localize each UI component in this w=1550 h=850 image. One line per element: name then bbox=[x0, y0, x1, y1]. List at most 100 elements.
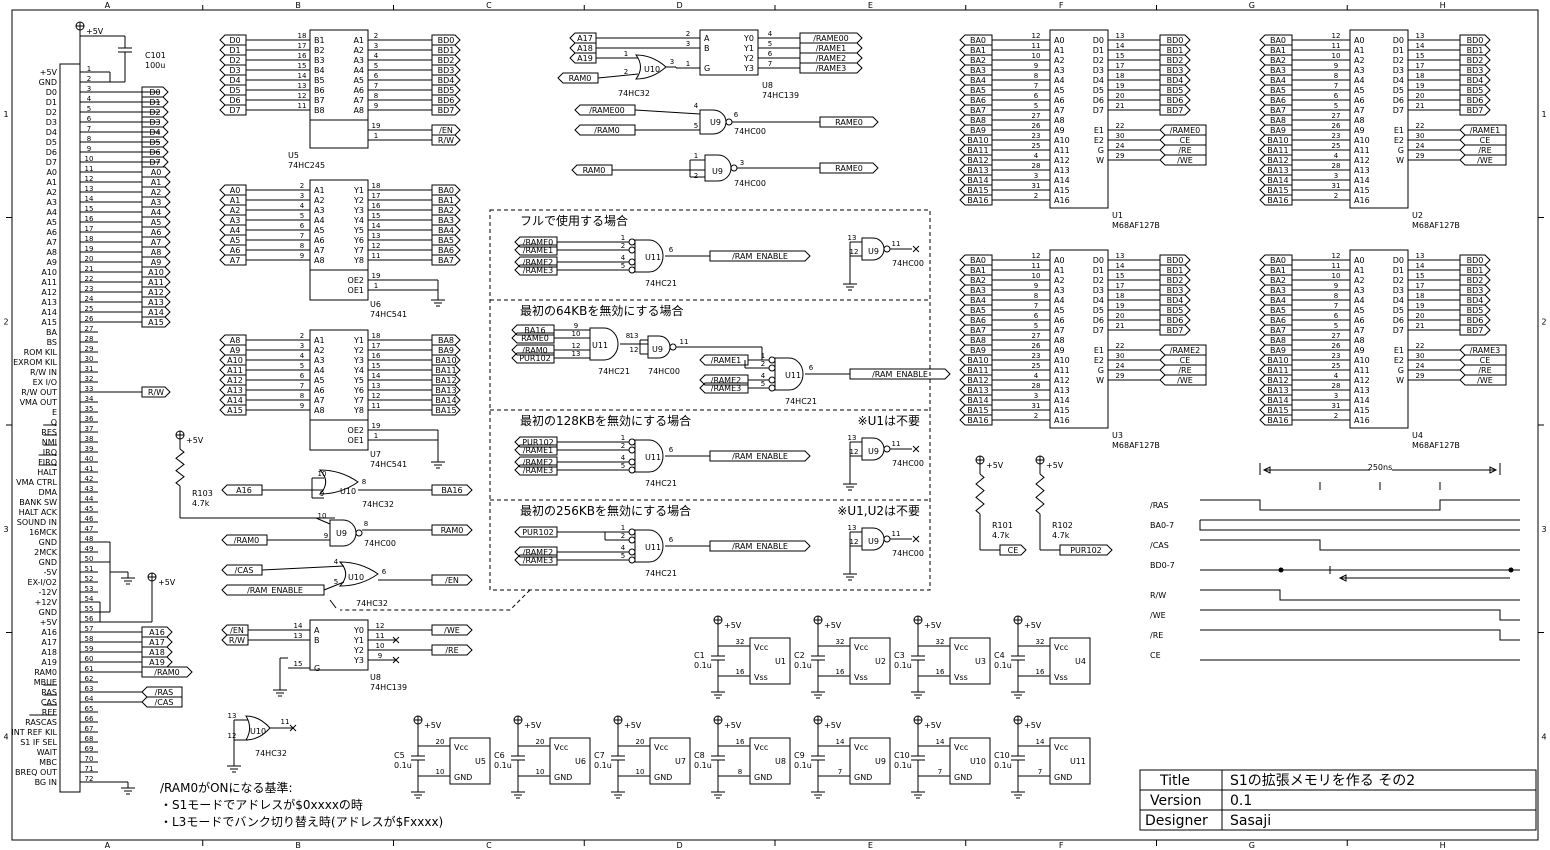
net-flag bbox=[431, 124, 461, 136]
connector-pin-number: 23 bbox=[85, 285, 94, 293]
connector-pin-number: 70 bbox=[85, 755, 94, 763]
pin-number: 20 bbox=[436, 738, 445, 746]
pin-name: Y3 bbox=[353, 206, 364, 215]
net-flag bbox=[1459, 34, 1491, 46]
net-label: BA8 bbox=[438, 336, 454, 345]
net-label: BA6 bbox=[970, 96, 986, 105]
power-label: +5V bbox=[1024, 721, 1042, 730]
pin-number: 23 bbox=[1032, 352, 1041, 360]
memory-chip-body bbox=[1049, 249, 1109, 429]
net-label: A5 bbox=[151, 218, 162, 227]
pin-number: 9 bbox=[378, 652, 382, 660]
pin-number: 28 bbox=[1332, 162, 1341, 170]
connector-pin-number: 60 bbox=[85, 655, 94, 663]
net-flag bbox=[1159, 364, 1207, 376]
connector-pin-number: 65 bbox=[85, 705, 94, 713]
pin-name: A bbox=[704, 34, 710, 43]
pin-number: 12 bbox=[850, 538, 859, 546]
gate-ref: U11 bbox=[785, 371, 801, 380]
pin-name: GND bbox=[554, 773, 572, 782]
cap-ref: C1 bbox=[694, 651, 705, 660]
pin-name: A4 bbox=[314, 366, 325, 375]
connector-pin-label: FIRQ bbox=[38, 458, 57, 467]
net-flag bbox=[1159, 354, 1207, 366]
connector-pin-number: 1 bbox=[87, 65, 91, 73]
pin-number: 13 bbox=[228, 712, 237, 720]
pin-number: 12 bbox=[372, 242, 381, 250]
pin-number: 4 bbox=[621, 544, 626, 552]
net-label: BA0 bbox=[970, 256, 986, 265]
net-flag bbox=[1459, 144, 1507, 156]
ic-ref: U3 bbox=[975, 657, 986, 666]
ic-ref: U1 bbox=[775, 657, 786, 666]
option-title: 最初の128KBを無効にする場合 bbox=[520, 413, 691, 428]
pin-name: A6 bbox=[314, 236, 325, 245]
power-label: +5V bbox=[986, 461, 1004, 470]
net-label: BA8 bbox=[970, 336, 986, 345]
gate-body bbox=[245, 715, 271, 741]
ic-body-extension bbox=[309, 419, 369, 451]
pin-number: 22 bbox=[1416, 342, 1425, 350]
pin-number: 18 bbox=[1116, 292, 1125, 300]
net-label: BD7 bbox=[1467, 106, 1484, 115]
pin-number: 6 bbox=[300, 222, 305, 230]
pin-number: 31 bbox=[1332, 182, 1341, 190]
option-note: ※U1,U2は不要 bbox=[837, 504, 920, 518]
net-label: A4 bbox=[151, 208, 162, 217]
net-flag bbox=[431, 624, 473, 636]
pin-number: 16 bbox=[936, 668, 945, 676]
pin-name: Vcc bbox=[1054, 643, 1068, 652]
net-label: /EN bbox=[230, 626, 244, 635]
gate-part: 74HC21 bbox=[645, 479, 677, 488]
connector-pin-number: 40 bbox=[85, 455, 94, 463]
net-flag bbox=[431, 524, 473, 536]
pin-name: A12 bbox=[1354, 376, 1370, 385]
pin-name: D4 bbox=[1093, 296, 1104, 305]
pin-name: A7 bbox=[1054, 106, 1065, 115]
connector-pin-label: D6 bbox=[46, 148, 57, 157]
resistor bbox=[975, 473, 985, 515]
pin-name: A8 bbox=[314, 406, 325, 415]
pin-number: 32 bbox=[936, 638, 945, 646]
pin-number: 17 bbox=[1116, 282, 1125, 290]
power-ic-body bbox=[449, 737, 491, 785]
resistor-value: 4.7k bbox=[992, 531, 1010, 540]
net-flag bbox=[1459, 304, 1491, 316]
net-label: BD7 bbox=[1467, 326, 1484, 335]
net-flag bbox=[1059, 544, 1113, 556]
connector-pin-number: 45 bbox=[85, 505, 94, 513]
net-label: /EN bbox=[445, 576, 459, 585]
pin-name: D5 bbox=[1093, 306, 1104, 315]
net-flag bbox=[709, 540, 811, 552]
net-flag bbox=[141, 106, 169, 118]
pin-number: 13 bbox=[630, 332, 639, 340]
net-flag bbox=[431, 84, 461, 96]
net-label: /RAME0 bbox=[1170, 126, 1200, 135]
connector-pin-number: 9 bbox=[87, 145, 91, 153]
pin-name: A3 bbox=[1054, 286, 1065, 295]
net-label: BD4 bbox=[1467, 296, 1484, 305]
pin-number: 14 bbox=[372, 372, 381, 380]
net-label: BA2 bbox=[1270, 56, 1286, 65]
net-label: D5 bbox=[229, 86, 240, 95]
net-flag bbox=[819, 162, 879, 174]
connector-pin-number: 28 bbox=[85, 335, 94, 343]
pin-name: A1 bbox=[1054, 266, 1065, 275]
net-label: BA4 bbox=[970, 296, 986, 305]
pin-number: 14 bbox=[298, 72, 307, 80]
net-label: BA3 bbox=[1270, 286, 1286, 295]
pin-number: 5 bbox=[621, 552, 625, 560]
pin-name: D4 bbox=[1093, 76, 1104, 85]
pin-number: 8 bbox=[362, 478, 366, 486]
connector-pin-number: 15 bbox=[85, 205, 94, 213]
pin-name: A10 bbox=[1354, 136, 1370, 145]
col-label: A bbox=[105, 1, 111, 10]
pin-number: 26 bbox=[1032, 122, 1041, 130]
pin-number: 27 bbox=[1332, 112, 1341, 120]
net-flag bbox=[1159, 344, 1207, 356]
net-label: RAME0 bbox=[521, 334, 549, 343]
connector-pin-label: IRQ bbox=[43, 448, 57, 457]
pin-number: 10 bbox=[1032, 272, 1041, 280]
connector-pin-label: 2MCK bbox=[34, 548, 58, 557]
connector-pin-label: RES bbox=[41, 428, 57, 437]
